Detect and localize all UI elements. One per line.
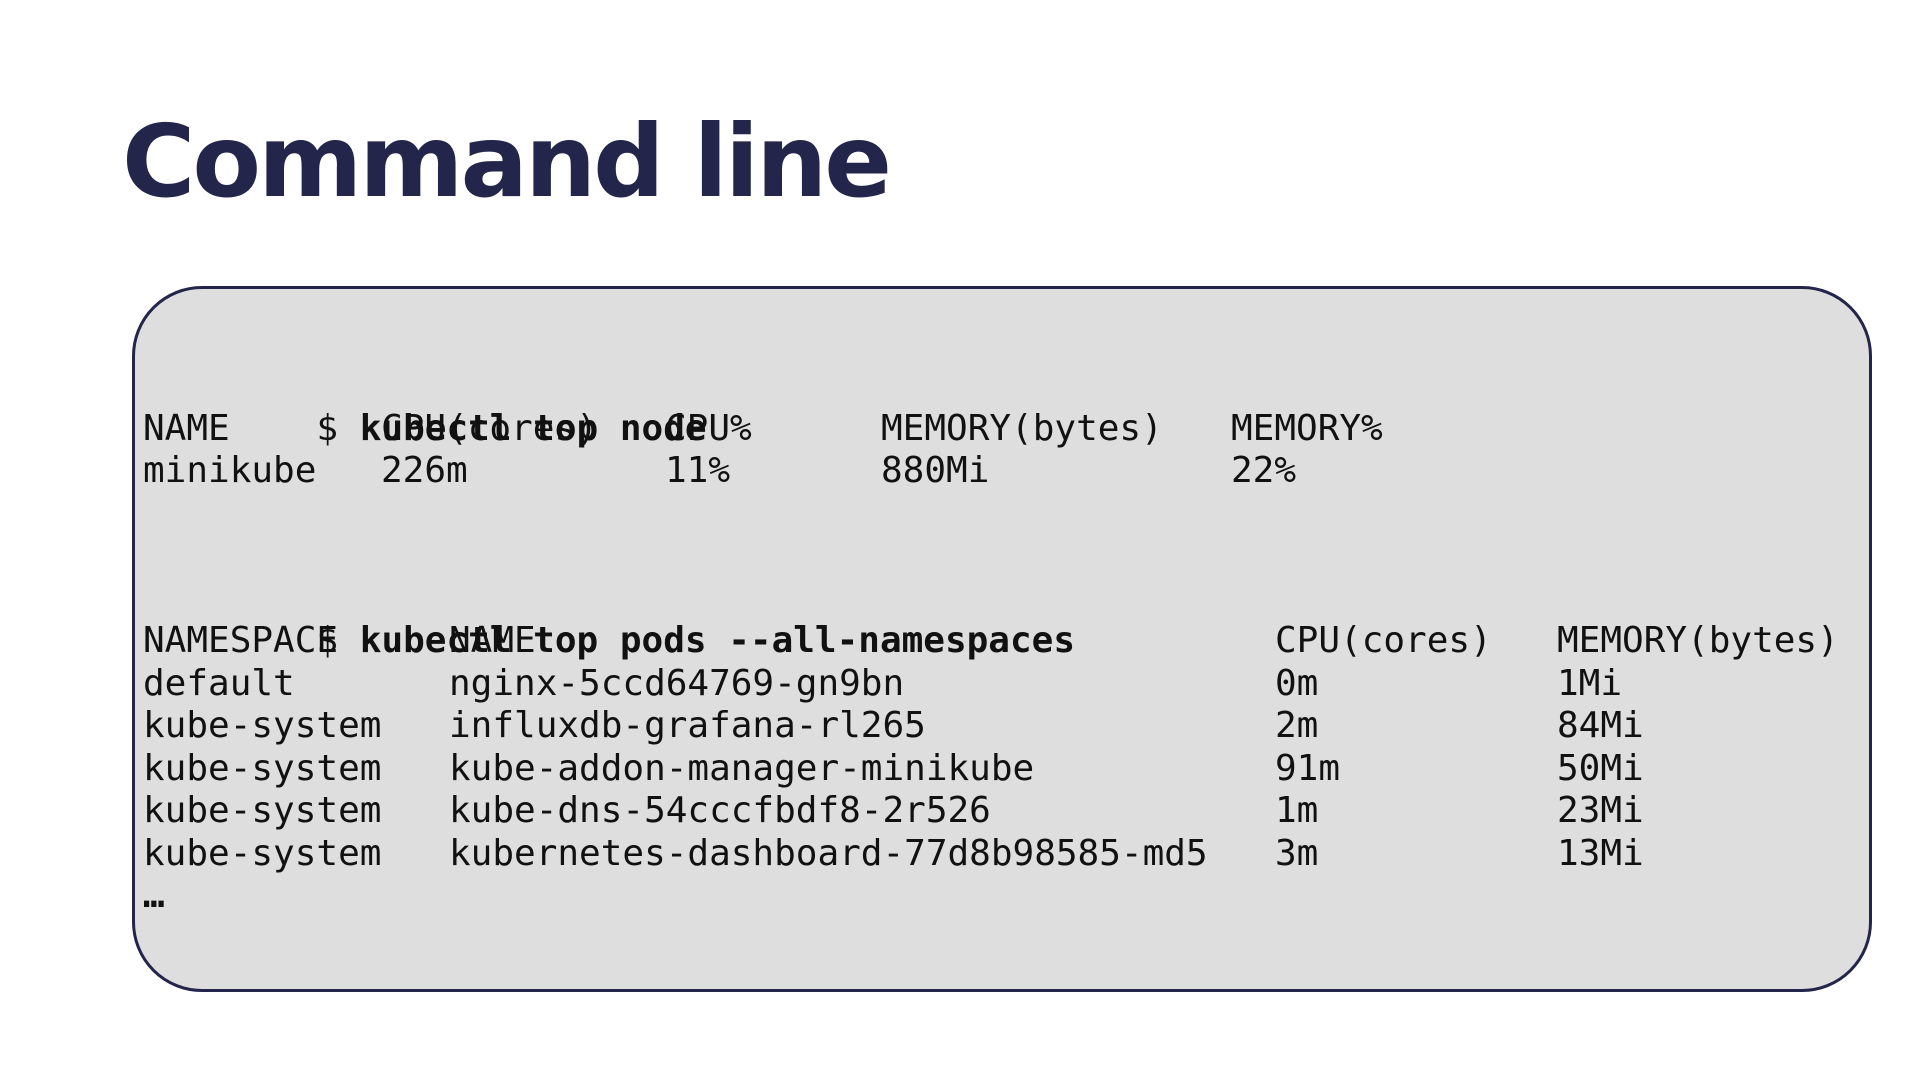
node-name: minikube xyxy=(143,450,317,491)
pod-cpu-cores: 3m xyxy=(1275,832,1319,874)
pod-name: nginx-5ccd64769-gn9bn xyxy=(449,662,905,704)
node-command: kubectl top node xyxy=(359,407,707,449)
node-header-memory-bytes: MEMORY(bytes) xyxy=(881,407,1163,449)
terminal-panel: $ kubectl top node NAME CPU(cores) CPU% … xyxy=(132,286,1872,992)
pods-command: kubectl top pods --all-namespaces xyxy=(359,620,1076,661)
terminal-output: $ kubectl top node NAME CPU(cores) CPU% … xyxy=(143,365,1858,918)
pod-memory-bytes: 84Mi xyxy=(1557,705,1644,746)
section-gap xyxy=(143,493,1858,578)
truncation-ellipsis: … xyxy=(143,875,165,916)
prompt-symbol: $ xyxy=(316,620,339,661)
pods-header-name: NAME xyxy=(449,620,536,661)
pod-namespace: kube-system xyxy=(143,747,382,789)
node-cpu-cores: 226m xyxy=(381,450,468,491)
pod-namespace: kube-system xyxy=(143,790,382,831)
table-row: kube-system kube-dns-54cccfbdf8-2r526 1m… xyxy=(143,790,1858,833)
pod-cpu-cores: 91m xyxy=(1275,747,1341,789)
pods-header-namespace: NAMESPACE xyxy=(143,620,339,661)
node-command-line: $ kubectl top node xyxy=(143,365,1858,449)
pod-name: kubernetes-dashboard-77d8b98585-md5 xyxy=(449,832,1208,874)
node-header-cpu-cores: CPU(cores) xyxy=(381,407,598,449)
pods-table-header: NAMESPACE NAME CPU(cores) MEMORY(bytes) xyxy=(143,620,1858,663)
node-table-row: minikube 226m 11% 880Mi 22% xyxy=(143,450,1858,493)
table-row: kube-system kubernetes-dashboard-77d8b98… xyxy=(143,833,1858,876)
pod-cpu-cores: 2m xyxy=(1275,705,1319,746)
node-memory-percent: 22% xyxy=(1231,450,1297,491)
pod-name: kube-dns-54cccfbdf8-2r526 xyxy=(449,790,991,831)
pod-cpu-cores: 0m xyxy=(1275,662,1319,704)
pod-memory-bytes: 23Mi xyxy=(1557,790,1644,831)
prompt-symbol: $ xyxy=(316,407,339,449)
table-row: kube-system influxdb-grafana-rl265 2m 84… xyxy=(143,705,1858,748)
node-table-header: NAME CPU(cores) CPU% MEMORY(bytes) MEMOR… xyxy=(143,408,1858,451)
pod-cpu-cores: 1m xyxy=(1275,790,1319,831)
pod-namespace: kube-system xyxy=(143,832,382,874)
node-cpu-percent: 11% xyxy=(665,450,731,491)
table-row: default nginx-5ccd64769-gn9bn 0m 1Mi xyxy=(143,663,1858,706)
pod-name: kube-addon-manager-minikube xyxy=(449,747,1035,789)
pod-memory-bytes: 13Mi xyxy=(1557,832,1644,874)
pod-namespace: default xyxy=(143,662,295,704)
pods-command-line: $ kubectl top pods --all-namespaces xyxy=(143,578,1858,661)
node-header-cpu-percent: CPU% xyxy=(665,407,752,449)
node-header-name: NAME xyxy=(143,407,230,449)
pods-header-memory-bytes: MEMORY(bytes) xyxy=(1557,620,1839,661)
pods-header-cpu-cores: CPU(cores) xyxy=(1275,620,1492,661)
table-row: kube-system kube-addon-manager-minikube … xyxy=(143,748,1858,791)
pod-name: influxdb-grafana-rl265 xyxy=(449,705,926,746)
pod-namespace: kube-system xyxy=(143,705,382,746)
pod-memory-bytes: 1Mi xyxy=(1557,662,1623,704)
pod-memory-bytes: 50Mi xyxy=(1557,747,1644,789)
slide-title: Command line xyxy=(122,103,892,220)
node-memory-bytes: 880Mi xyxy=(881,450,990,491)
node-header-memory-percent: MEMORY% xyxy=(1231,407,1383,449)
